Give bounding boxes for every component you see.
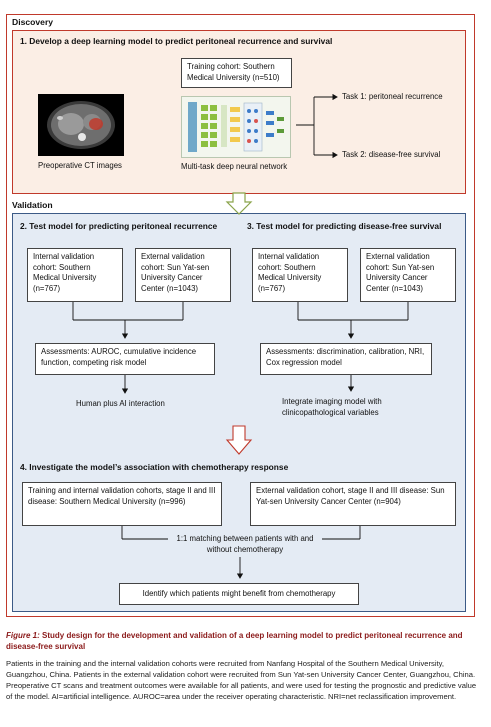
neural-network-image	[181, 96, 291, 158]
validation-to-step4-arrow	[225, 425, 253, 455]
step4-title: 4. Investigate the model’s association w…	[20, 462, 289, 472]
network-label: Multi-task deep neural network	[181, 162, 288, 171]
step2-outcome: Human plus AI interaction	[76, 399, 165, 408]
step4-external-cohort-box: External validation cohort, stage II and…	[250, 482, 456, 526]
step2-internal-cohort-box: Internal validation cohort: Southern Med…	[27, 248, 123, 302]
step2-title: 2. Test model for predicting peritoneal …	[20, 221, 218, 231]
matching-label: 1:1 matching between patients with and w…	[176, 534, 314, 554]
step1-title: 1. Develop a deep learning model to pred…	[20, 36, 333, 46]
step3-external-cohort-box: External validation cohort: Sun Yat-sen …	[360, 248, 456, 302]
training-cohort-box: Training cohort: Southern Medical Univer…	[181, 58, 292, 88]
validation-heading: Validation	[12, 200, 53, 210]
step3-title: 3. Test model for predicting disease-fre…	[247, 221, 442, 231]
task2-label: Task 2: disease-free survival	[342, 150, 441, 159]
discovery-to-validation-arrow	[225, 192, 253, 215]
figure-label: Figure 1:	[6, 631, 40, 640]
step3-internal-cohort-box: Internal validation cohort: Southern Med…	[252, 248, 348, 302]
figure-title: Study design for the development and val…	[6, 631, 463, 651]
discovery-heading: Discovery	[12, 17, 54, 27]
ct-scan-image	[38, 94, 124, 156]
step2-assessments-box: Assessments: AUROC, cumulative incidence…	[35, 343, 215, 375]
step3-outcome: Integrate imaging model with clinicopath…	[282, 397, 382, 417]
step4-training-cohort-box: Training and internal validation cohorts…	[22, 482, 222, 526]
caption-text: Patients in the training and the interna…	[6, 659, 477, 701]
identify-benefit-box: Identify which patients might benefit fr…	[119, 583, 359, 605]
figure-caption-title: Figure 1: Study design for the developme…	[6, 630, 478, 652]
task1-label: Task 1: peritoneal recurrence	[342, 92, 443, 101]
ct-images-label: Preoperative CT images	[38, 161, 122, 170]
step2-external-cohort-box: External validation cohort: Sun Yat-sen …	[135, 248, 231, 302]
step3-assessments-box: Assessments: discrimination, calibration…	[260, 343, 432, 375]
figure-caption-body: Patients in the training and the interna…	[6, 659, 478, 703]
